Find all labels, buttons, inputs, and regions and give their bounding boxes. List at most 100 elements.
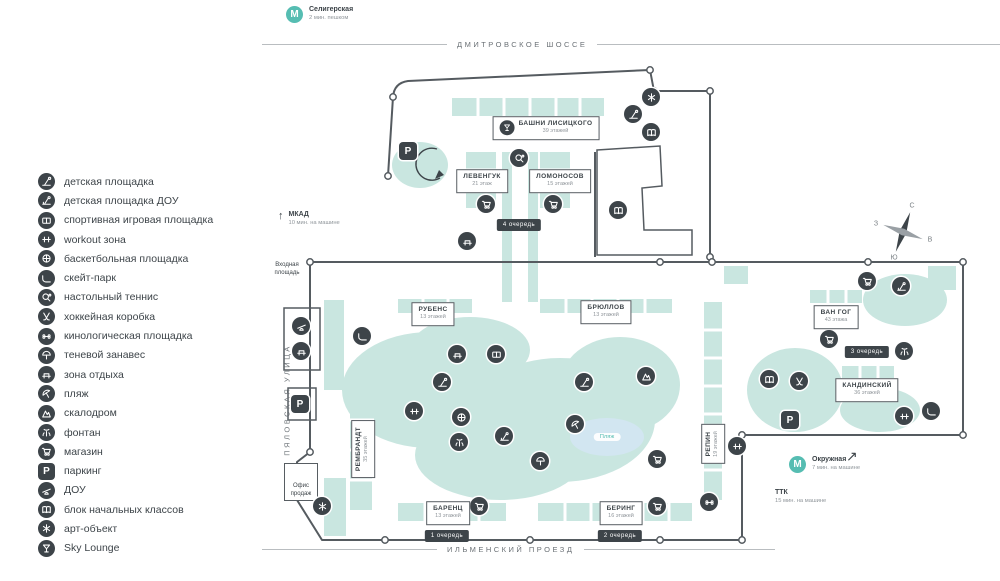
- legend-item-label: детская площадка: [64, 175, 154, 188]
- building-floors: 35 этажей: [363, 436, 370, 462]
- fountain-icon: [450, 433, 468, 451]
- legend-item-workout: workout зона: [38, 230, 213, 249]
- table-tennis-icon: [38, 288, 55, 306]
- shop-icon: [648, 497, 666, 515]
- basketball-icon: [38, 250, 55, 268]
- legend-item-climbing: скалодром: [38, 404, 213, 423]
- shop-icon: [470, 497, 488, 515]
- legend-item-dou: ДОУ: [38, 481, 213, 500]
- rest-zone-icon: [458, 232, 476, 250]
- playground-dou-icon: [38, 192, 55, 210]
- queue-badge-4: 4 очередь: [496, 219, 542, 231]
- road-line: [262, 549, 437, 550]
- legend-item-rest-zone: зона отдыха: [38, 365, 213, 384]
- legend-item-label: ДОУ: [64, 484, 86, 497]
- shade-icon: [38, 346, 55, 364]
- fountain-icon: [895, 342, 913, 360]
- shop-icon: [38, 443, 55, 461]
- shop-icon: [820, 330, 838, 348]
- legend-item-label: арт-объект: [64, 522, 118, 535]
- parking-icon: P: [291, 395, 309, 413]
- building-floors: 16 этажей: [608, 513, 634, 520]
- ttk-time: 15 мин. на машине: [775, 498, 827, 505]
- building-floors: 13 этажей: [420, 314, 446, 321]
- road-label-bottom: ИЛЬМЕНСКИЙ ПРОЕЗД: [447, 545, 575, 554]
- fountain-icon: [38, 424, 55, 441]
- legend-item-skate-park: скейт-парк: [38, 268, 213, 287]
- school-icon: [609, 201, 627, 219]
- loop-arrow: [415, 147, 444, 181]
- beach-icon: [38, 385, 55, 403]
- legend-item-school: блок начальных классов: [38, 500, 213, 519]
- climbing-icon: [38, 404, 55, 422]
- legend-item-playground: детская площадка: [38, 172, 213, 191]
- legend-item-playground-dou: детская площадка ДОУ: [38, 191, 213, 210]
- table-tennis-icon: [510, 149, 528, 167]
- legend-item-art-object: арт-объект: [38, 519, 213, 538]
- entrance-square-label: Входная площадь: [274, 262, 300, 276]
- school-icon: [642, 123, 660, 141]
- compass-south: Ю: [890, 254, 898, 262]
- rest-zone-icon: [292, 342, 310, 360]
- legend-item-basketball: баскетбольная площадка: [38, 249, 213, 268]
- metro-time: 7 мин. на машине: [812, 465, 861, 472]
- legend-item-shop: магазин: [38, 442, 213, 461]
- playground-dou-icon: [495, 427, 513, 445]
- legend-item-label: настольный теннис: [64, 291, 159, 304]
- legend-item-label: скейт-парк: [64, 272, 116, 285]
- direction-arrow-icon: ↗: [846, 448, 858, 464]
- legend-item-label: кинологическая площадка: [64, 330, 193, 343]
- skate-park-icon: [38, 269, 55, 287]
- mkad-name: МКАД: [288, 211, 309, 218]
- dog-area-icon: [700, 493, 718, 511]
- legend-item-label: баскетбольная площадка: [64, 252, 189, 265]
- metro-station-okruzhnaya: М Окружная 7 мин. на машине: [789, 456, 860, 473]
- legend-item-label: пляж: [64, 387, 89, 400]
- road-line: [584, 549, 775, 550]
- parking-icon: P: [399, 142, 417, 160]
- playground-dou-icon: [892, 277, 910, 295]
- building-name: БАШНИ ЛИСИЦКОГО: [518, 120, 593, 128]
- sales-office-label[interactable]: Офис продаж: [284, 463, 318, 501]
- queue-badge-1: 1 очередь: [424, 530, 470, 542]
- art-object-icon: [38, 520, 55, 538]
- workout-icon: [405, 402, 423, 420]
- building-floors: 15 этажей: [547, 181, 573, 188]
- legend-item-label: хоккейная коробка: [64, 310, 156, 323]
- dou-icon: [38, 481, 55, 499]
- metro-name: Окружная: [812, 456, 847, 463]
- road-label-top: ДМИТРОВСКОЕ ШОССЕ: [457, 40, 588, 49]
- metro-name: Селигерская: [309, 6, 354, 13]
- building-name: ВАН ГОГ: [820, 309, 852, 317]
- mkad-time: 10 мин. на машине: [288, 220, 340, 227]
- building-name: ЛЕВЕНГУК: [463, 173, 501, 181]
- parking-icon: P: [38, 462, 55, 480]
- school-icon: [760, 370, 778, 388]
- playground-icon: [624, 105, 642, 123]
- art-object-icon: [642, 88, 660, 106]
- queue-badge-3: 3 очередь: [844, 346, 890, 358]
- legend-item-label: блок начальных классов: [64, 503, 184, 516]
- legend-item-label: паркинг: [64, 465, 102, 478]
- dog-area-icon: [38, 327, 55, 345]
- building-floors: 13 этажей: [593, 312, 619, 319]
- school-building-outline: [596, 145, 693, 256]
- art-object-icon: [313, 497, 331, 515]
- road-line: [262, 44, 447, 45]
- sport-field-icon: [38, 211, 55, 229]
- legend-item-label: скалодром: [64, 407, 117, 420]
- legend-item-sport-field: спортивная игровая площадка: [38, 211, 213, 230]
- legend-item-shade: теневой занавес: [38, 346, 213, 365]
- compass-north: С: [909, 202, 915, 210]
